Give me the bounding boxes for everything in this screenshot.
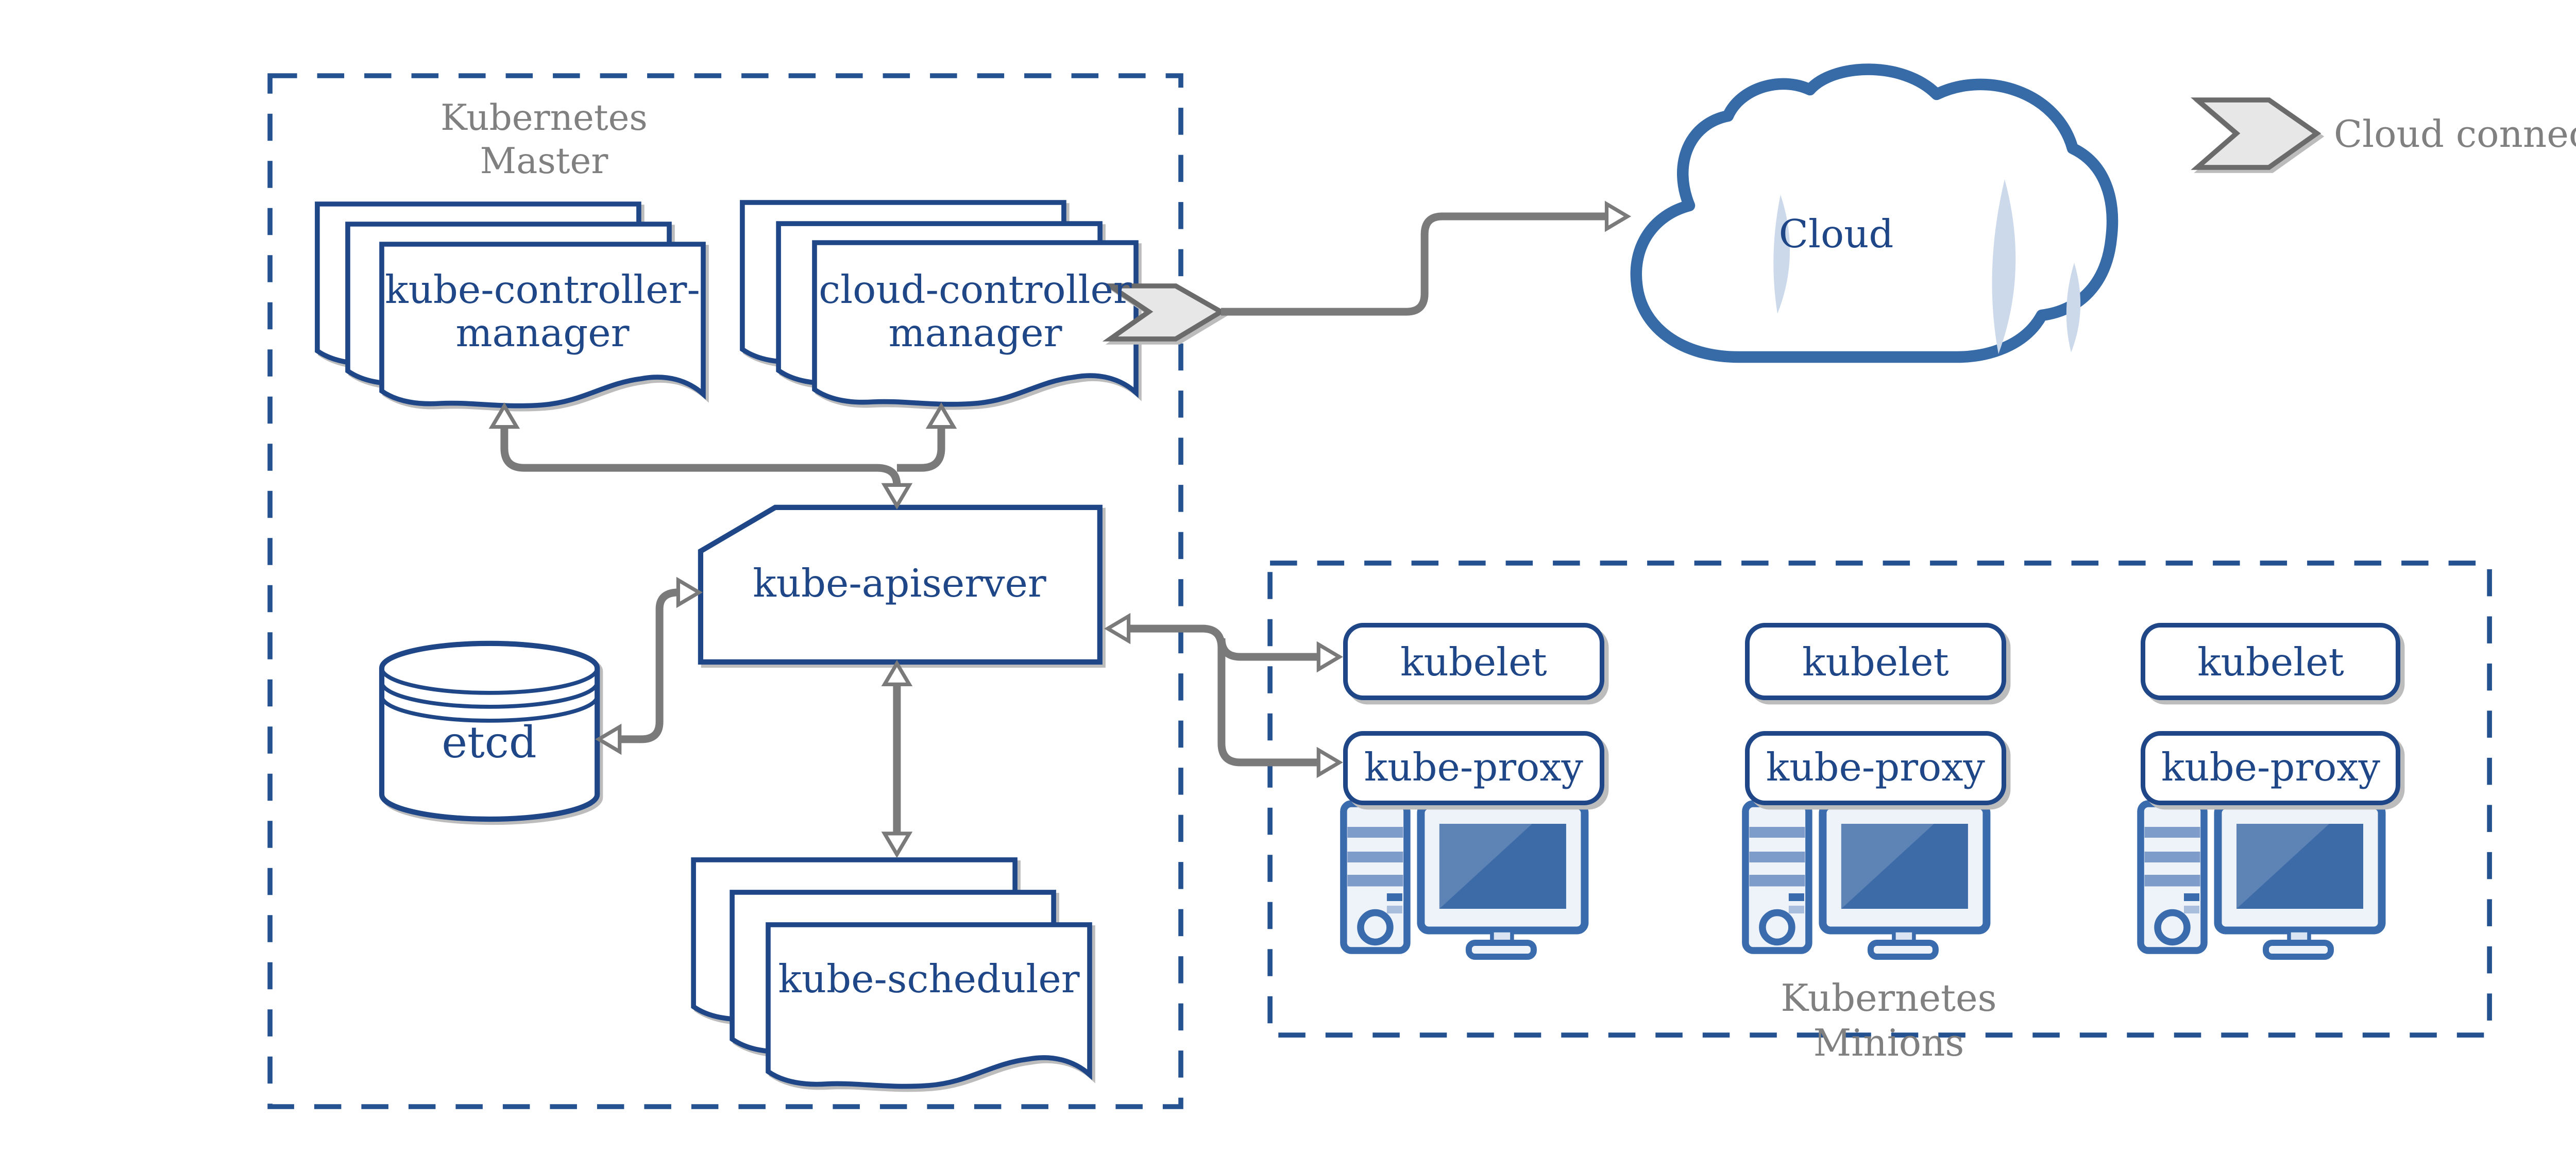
kubelet-label: kubelet [2197,639,2344,684]
etcd-database-icon [379,640,600,822]
kcm-line2: manager [455,311,630,355]
master-group-title: Kubernetes Master [417,97,671,184]
legend-cloud-connector-icon [2191,97,2321,170]
cloud-label: Cloud [1778,212,1894,257]
minion-computer-icon [1745,804,1987,957]
kubelet-node-2: kubelet [1745,622,2006,701]
kube-proxy-label: kube-proxy [2161,745,2381,791]
kubelet-node-3: kubelet [2141,622,2401,701]
minions-title-line1: Kubernetes [1781,977,1997,1020]
controllers-to-apiserver-line [896,425,945,472]
controllers-to-apiserver-line [500,425,901,490]
connector-lines [500,212,1609,836]
cloud-controller-manager-label: cloud-controller manager [811,267,1139,355]
apiserver-etcd-line [617,588,679,743]
minion-computer-icon [2141,804,2382,957]
connector-to-cloud-line [1221,212,1609,316]
kube-apiserver-label: kube-apiserver [753,561,1046,606]
cloud-shade-crescent [1773,195,1790,314]
ccm-line2: manager [888,311,1062,355]
minions-title-line2: Minions [1813,1022,1964,1065]
cloud-shade-crescent [1992,179,2016,354]
kcm-line1: kube-controller- [385,267,700,312]
kube-proxy-label: kube-proxy [1364,745,1583,791]
master-title-line2: Master [480,142,608,182]
kube-apiserver-node [698,504,1103,665]
cloud-connector-icon [1102,283,1226,342]
minion-computer-icon [1344,804,1585,957]
minions-group-title: Kubernetes Minions [1762,977,2015,1066]
kube-proxy-node-3: kube-proxy [2141,731,2401,805]
master-title-line1: Kubernetes [440,99,648,139]
kube-proxy-node-2: kube-proxy [1745,731,2006,805]
document-page [768,925,1090,1087]
kubelet-label: kubelet [1400,639,1547,684]
cloud-icon [1630,63,2119,363]
legend-cloud-connector-label: Cloud connector [2334,113,2576,156]
etcd-label: etcd [442,717,537,768]
kube-proxy-node-1: kube-proxy [1343,731,1604,805]
kube-proxy-label: kube-proxy [1766,745,1985,791]
kube-controller-manager-label: kube-controller- manager [379,267,706,355]
ccm-line1: cloud-controller [819,267,1132,312]
kubelet-node-1: kubelet [1343,622,1604,701]
apiserver-kubelet-line [1217,638,1320,661]
arrowheads [488,200,1632,858]
apiserver-minion-line [1124,624,1320,767]
kube-scheduler-label: kube-scheduler [778,957,1080,1002]
kubelet-label: kubelet [1802,639,1949,684]
kubernetes-master-group-border [267,73,1183,1109]
cloud-shade-crescent [2066,263,2081,352]
